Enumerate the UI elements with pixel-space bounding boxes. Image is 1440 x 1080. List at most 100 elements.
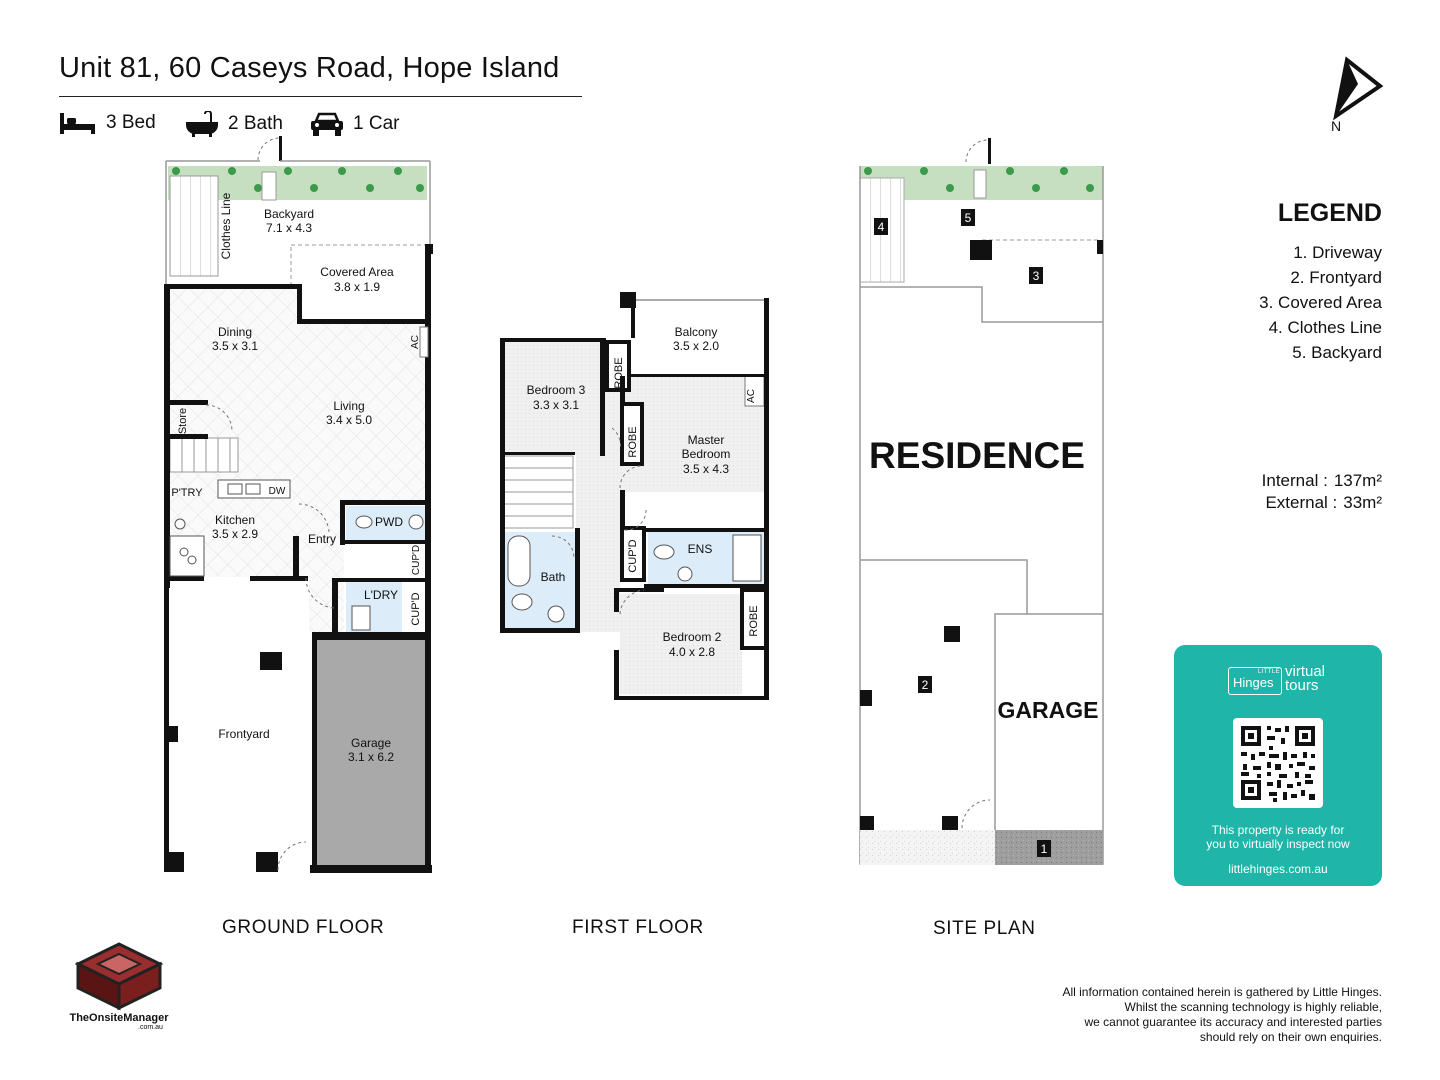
bed-icon: [60, 113, 95, 134]
legend-item: 4. Clothes Line: [1268, 318, 1382, 337]
first-stairs: [502, 455, 574, 529]
marker-4: 4: [878, 220, 885, 234]
bedroom3-label: Bedroom 3: [527, 383, 586, 397]
legend-title: LEGEND: [1277, 199, 1382, 227]
vt-cta-line2: you to virtually inspect now: [1206, 837, 1350, 851]
bed-count: 3 Bed: [106, 112, 156, 133]
legend-item: 1. Driveway: [1293, 243, 1382, 262]
ground-floor-plan: Backyard 7.1 x 4.3 Clothes Line Covered …: [164, 136, 433, 873]
frontyard-label: Frontyard: [218, 727, 269, 741]
virtual-tours-title: virtual tours: [1285, 663, 1326, 693]
onsite-manager-logo: TheOnsiteManager .com.au: [62, 940, 176, 1034]
vt-cta-line1: This property is ready for: [1211, 823, 1345, 837]
disclaimer-line: All information contained herein is gath…: [1062, 985, 1382, 999]
marker-5: 5: [965, 211, 972, 225]
marker-3: 3: [1033, 269, 1040, 283]
site-plan-label: SITE PLAN: [933, 918, 1036, 939]
brand-small: LITTLE: [1258, 669, 1281, 675]
dishwasher-label: DW: [269, 486, 286, 497]
external-area-value: 33m²: [1343, 493, 1382, 512]
site-plan: 1 2 3 4 5 RESIDENCE GARAGE: [859, 138, 1104, 865]
disclaimer-line: we cannot guarantee its accuracy and int…: [1084, 1015, 1382, 1029]
logo-domain: .com.au: [138, 1024, 163, 1031]
balcony-label: Balcony: [675, 325, 718, 339]
cube-logo-icon: [74, 942, 164, 1011]
residence-label: RESIDENCE: [869, 435, 1085, 476]
garage-floor: [316, 640, 428, 868]
internal-area-label: Internal :: [1261, 471, 1328, 490]
kitchen-label: Kitchen: [215, 513, 255, 527]
area-summary: Internal : 137m² External : 33m²: [1262, 470, 1382, 514]
first-cupboard-label: CUP'D: [627, 539, 639, 572]
store-label: Store: [177, 408, 189, 434]
legend-item: 3. Covered Area: [1259, 293, 1382, 312]
garage-size: 3.1 x 6.2: [348, 750, 394, 764]
car-count: 1 Car: [353, 113, 400, 134]
ground-walls: [164, 244, 433, 873]
laundry-label: L'DRY: [364, 588, 398, 602]
garage-label: Garage: [351, 736, 391, 750]
legend-item: 5. Backyard: [1292, 343, 1382, 362]
ground-floor-label: GROUND FLOOR: [222, 917, 385, 938]
entry-label: Entry: [308, 532, 336, 546]
backyard-gate: [261, 171, 277, 201]
qr-code-icon: [1241, 726, 1315, 802]
virtual-tour-card[interactable]: LITTLE Hinges virtual tours: [1174, 645, 1382, 886]
living-label: Living: [333, 399, 364, 413]
vt-url-link[interactable]: littlehinges.com.au: [1228, 862, 1328, 876]
first-ac-label: AC: [746, 389, 757, 403]
ground-ac-label: AC: [410, 335, 421, 349]
master-size: 3.5 x 4.3: [683, 462, 729, 476]
first-floor-label: FIRST FLOOR: [572, 917, 704, 938]
bath-icon: [186, 111, 218, 137]
clothes-line-label: Clothes Line: [219, 192, 233, 259]
legend-item: 2. Frontyard: [1290, 268, 1382, 287]
bedroom3-size: 3.3 x 3.1: [533, 398, 579, 412]
master-label-line1: Master: [688, 433, 725, 447]
compass-label: N: [1331, 118, 1341, 134]
disclaimer-line: should rely on their own enquiries.: [1199, 1030, 1382, 1044]
north-compass: N: [1331, 56, 1384, 134]
first-floor-plan: Balcony 3.5 x 2.0 Bedroom 3 3.3 x 3.1 RO…: [500, 292, 769, 700]
internal-area-value: 137m²: [1333, 471, 1382, 490]
kitchen-size: 3.5 x 2.9: [212, 527, 258, 541]
backyard-size: 7.1 x 4.3: [266, 221, 312, 235]
robe-label-1: ROBE: [613, 357, 625, 388]
balcony-floor: [634, 302, 764, 374]
clothes-line-deck: [169, 175, 219, 277]
external-area-label: External :: [1265, 493, 1338, 512]
hinges-logo: LITTLE Hinges: [1228, 667, 1282, 695]
ground-door-swings: [205, 404, 337, 871]
robe-label-2: ROBE: [627, 426, 639, 457]
first-walls: [500, 292, 769, 700]
vt-cta: This property is ready for you to virtua…: [1174, 823, 1382, 851]
living-size: 3.4 x 5.0: [326, 413, 372, 427]
robe-label-3: ROBE: [748, 605, 760, 636]
bath-feature: 2 Bath: [185, 111, 283, 137]
logo-wordmark: TheOnsiteManager: [69, 1012, 169, 1024]
legend-list: 1. Driveway 2. Frontyard 3. Covered Area…: [1259, 240, 1382, 365]
covered-area-label: Covered Area: [320, 265, 394, 279]
dining-size: 3.5 x 3.1: [212, 339, 258, 353]
bath-count: 2 Bath: [228, 113, 283, 134]
marker-1: 1: [1041, 842, 1048, 856]
car-icon: [311, 112, 343, 136]
ensuite-label: ENS: [688, 542, 713, 556]
disclaimer: All information contained herein is gath…: [1062, 985, 1382, 1045]
pwd-label: PWD: [375, 515, 403, 529]
page-title: Unit 81, 60 Caseys Road, Hope Island: [59, 52, 560, 84]
marker-2: 2: [922, 678, 929, 692]
disclaimer-line: Whilst the scanning technology is highly…: [1124, 1000, 1382, 1014]
bed-feature: 3 Bed: [59, 111, 156, 135]
vt-line1: virtual: [1285, 663, 1326, 680]
site-markers: 1 2 3 4 5: [874, 209, 1051, 857]
qr-code[interactable]: [1233, 718, 1323, 808]
backyard-label: Backyard: [264, 207, 314, 221]
brand-name: Hinges: [1233, 675, 1274, 690]
bedroom2-label: Bedroom 2: [663, 630, 722, 644]
cupboard-label-1: CUP'D: [411, 545, 422, 575]
first-door-swings: [551, 427, 647, 615]
site-garage-label: GARAGE: [998, 697, 1099, 723]
pantry-label: P'TRY: [171, 487, 203, 499]
